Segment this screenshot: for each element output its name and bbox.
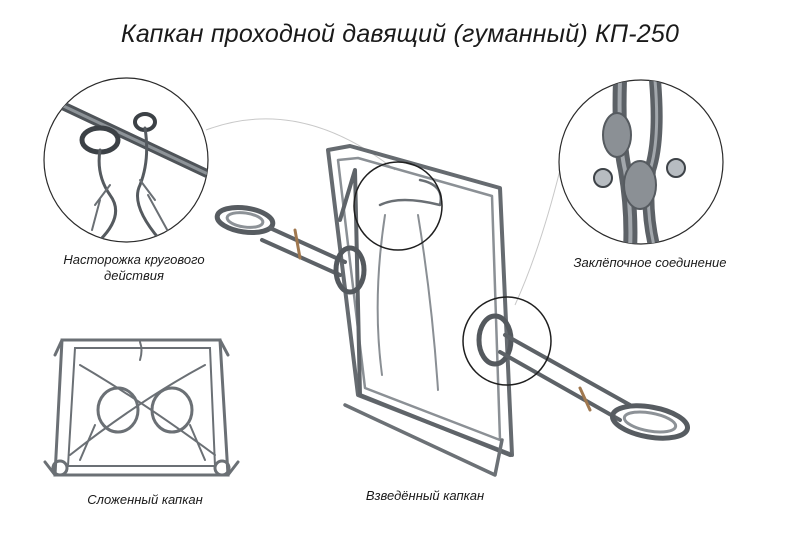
callout-line-left	[205, 118, 396, 171]
trigger-detail-image	[43, 77, 209, 243]
caption-rivet: Заклёпочное соединение	[573, 255, 727, 270]
rivet-highlight-circle	[462, 296, 552, 386]
trigger-highlight-circle	[353, 161, 443, 251]
callout-line-right	[514, 169, 561, 306]
caption-armed: Взведённый капкан	[365, 488, 485, 503]
caption-trigger-line2: действия	[104, 268, 164, 283]
page-title: Капкан проходной давящий (гуманный) КП-2…	[120, 20, 680, 48]
caption-trigger: Насторожка кругового действия	[40, 252, 228, 284]
folded-trap-image	[43, 338, 240, 477]
armed-trap-image	[214, 144, 691, 477]
caption-folded: Сложенный капкан	[87, 492, 203, 507]
caption-trigger-line1: Насторожка кругового	[63, 252, 205, 267]
rivet-detail-image	[558, 79, 724, 245]
